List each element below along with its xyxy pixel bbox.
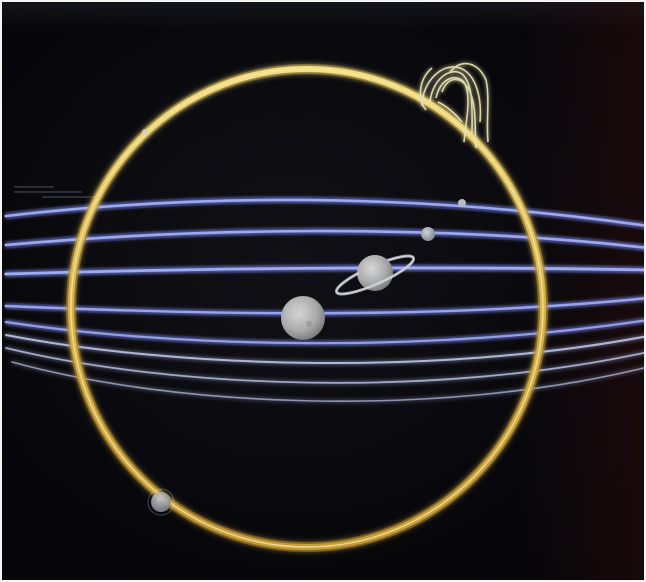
orbit-line-6 — [6, 335, 646, 363]
orbit-glow — [6, 200, 646, 343]
tiny-planet-icon — [458, 199, 466, 207]
ring-planet-bottom — [148, 489, 174, 515]
orbit-line-7 — [6, 348, 646, 383]
left-edge-marks — [14, 187, 97, 197]
small-planet-icon — [421, 227, 435, 241]
ringed-planet — [333, 250, 417, 301]
planet-icon — [281, 296, 325, 340]
planet-large — [281, 296, 325, 340]
ring-marker — [142, 129, 148, 135]
